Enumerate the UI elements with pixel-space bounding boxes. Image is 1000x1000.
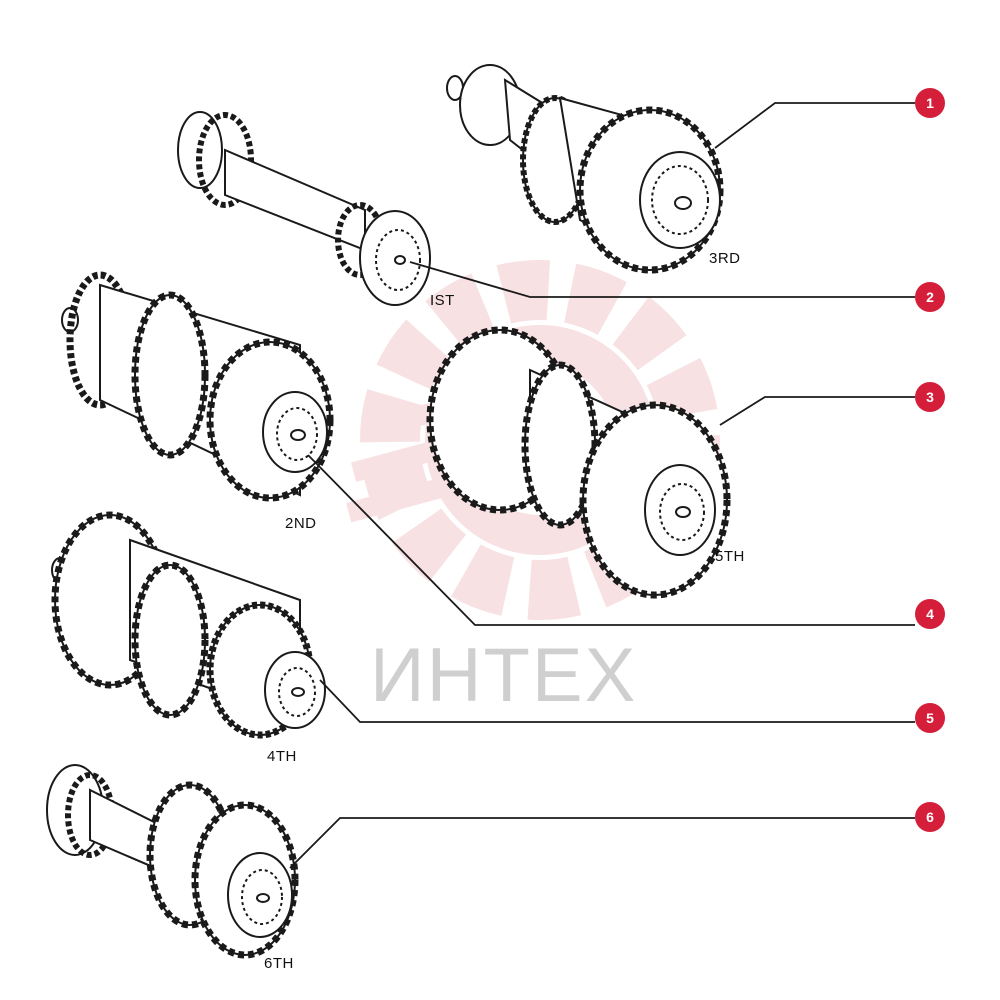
- label-4th: 4TH: [267, 748, 297, 765]
- callout-4[interactable]: 4: [915, 599, 945, 629]
- label-3rd: 3RD: [709, 250, 741, 267]
- callout-6[interactable]: 6: [915, 802, 945, 832]
- gear-assembly-6th: [46, 764, 299, 959]
- label-1st: IST: [430, 292, 455, 309]
- gear-assembly-5th: [426, 326, 731, 599]
- gear-assembly-3rd: [446, 64, 724, 274]
- gear-assembly-4th: [51, 511, 326, 739]
- leader-line-3: [719, 396, 915, 426]
- callout-2[interactable]: 2: [915, 282, 945, 312]
- leader-line-2: [409, 261, 915, 298]
- leader-line-6: [289, 817, 915, 869]
- leader-line-4: [307, 454, 915, 626]
- leader-lines: [289, 102, 915, 869]
- gear-assembly-2nd: [61, 271, 334, 502]
- label-2nd: 2ND: [285, 515, 317, 532]
- callout-5[interactable]: 5: [915, 703, 945, 733]
- gear-assembly-1st: [177, 111, 431, 306]
- callout-3[interactable]: 3: [915, 382, 945, 412]
- leader-line-5: [319, 679, 915, 723]
- label-5th: 5TH: [715, 548, 745, 565]
- callout-1[interactable]: 1: [915, 88, 945, 118]
- leader-line-1: [714, 102, 915, 149]
- watermark-text: ИНТЕХ: [370, 633, 638, 718]
- label-6th: 6TH: [264, 955, 294, 972]
